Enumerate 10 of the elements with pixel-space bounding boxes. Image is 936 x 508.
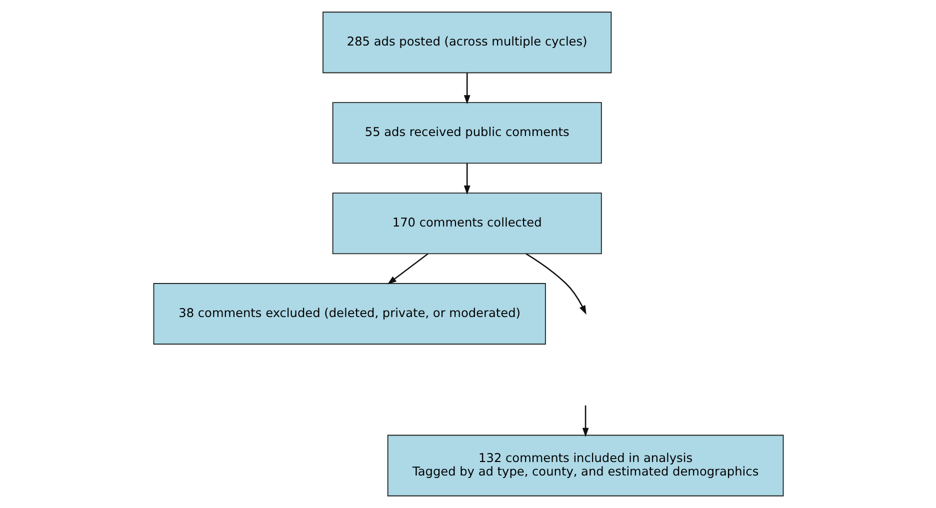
node-box: 38 comments excluded (deleted, private, or moderated) — [152, 283, 546, 345]
node-box: 170 comments collected — [332, 192, 602, 254]
arrow — [525, 253, 586, 315]
node-box: 132 comments included in analysis Tagged by ad type, county, and estimated demographics — [386, 434, 784, 496]
arrow — [386, 253, 428, 284]
node-box: 55 ads received public comments — [332, 102, 602, 164]
arrow — [582, 405, 588, 438]
arrow — [463, 72, 470, 104]
arrow — [463, 163, 470, 195]
node-box: 285 ads posted (across multiple cycles) — [322, 12, 612, 74]
